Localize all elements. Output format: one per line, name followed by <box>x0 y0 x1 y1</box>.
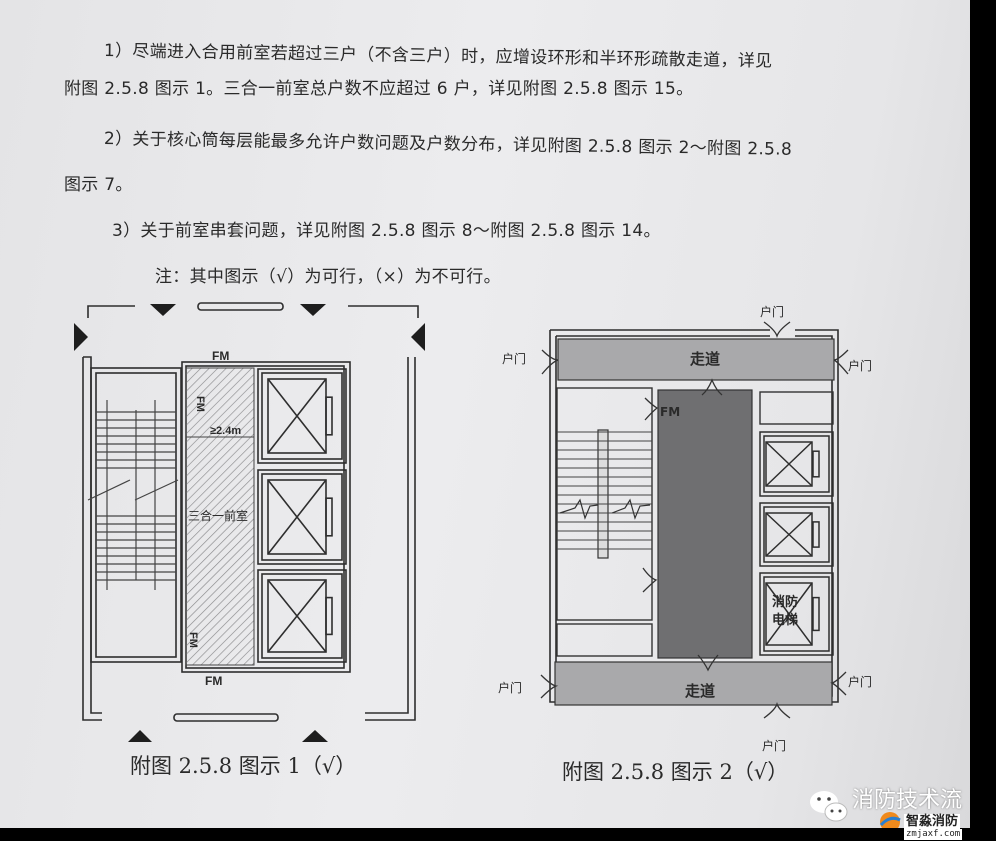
elevator-car <box>257 469 347 565</box>
lobby-dark <box>657 389 753 659</box>
elevator-door-panel <box>325 497 333 537</box>
exit-arrows <box>74 304 425 742</box>
door-label-top: 户门 <box>760 304 784 319</box>
watermark-brand: 智淼消防 <box>904 814 961 829</box>
outer-wall-segment <box>348 305 419 318</box>
corridor-bottom-label: 走道 <box>685 682 715 700</box>
corridor-top-label: 走道 <box>690 350 720 368</box>
lobby-label: 三合一前室 <box>188 508 248 523</box>
fm-door-label-bottom: FM <box>205 674 222 688</box>
paragraph-1-line-2: 附图 2.5.8 图示 1。三合一前室总户数不应超过 6 户，详见附图 2.5.… <box>64 79 694 99</box>
watermark-account-name: 消防技术流 <box>852 788 963 813</box>
fm-door-label: FM <box>660 405 680 419</box>
door-label-right-bottom: 户门 <box>848 674 872 689</box>
figure-1-caption: 附图 2.5.8 图示 1（√） <box>130 754 357 778</box>
elevator-shaft <box>765 582 813 646</box>
door-label-right-top: 户门 <box>848 358 872 373</box>
figure-2-floor-plan: 走道 走道 FM 消防 电梯 户门 户门 户门 户门 户门 户门 <box>498 304 872 753</box>
fm-door-label-top: FM <box>212 349 229 363</box>
note: 注：其中图示（√）为可行，（×）为不可行。 <box>155 267 501 287</box>
fm-door-label-left-bottom: FM <box>187 632 199 648</box>
elevator-shaft <box>765 512 813 557</box>
unit-doors <box>540 321 849 719</box>
wechat-icon <box>810 791 848 822</box>
paragraph-3: 3）关于前室串套问题，详见附图 2.5.8 图示 8～附图 2.5.8 图示 1… <box>112 221 661 241</box>
elevator-door-panel <box>325 596 333 636</box>
door-label-left-bottom: 户门 <box>498 680 522 695</box>
watermark-site: zmjaxf.com <box>904 829 963 840</box>
width-dimension-label: ≥2.4m <box>210 425 241 437</box>
elevator-car <box>257 569 347 663</box>
door-label-bottom: 户门 <box>762 738 786 753</box>
paragraph-2-line-2: 图示 7。 <box>64 175 133 195</box>
document-page: 1）尽端进入合用前室若超过三户（不含三户）时，应增设环形和半环形疏散走道，详见 … <box>0 0 970 828</box>
fm-door-label-left-top: FM <box>194 396 206 412</box>
fire-elevator-label-2: 电梯 <box>772 612 798 628</box>
fire-elevator-label-1: 消防 <box>772 594 798 610</box>
corridor-bottom <box>554 661 833 706</box>
elevator-car <box>759 431 834 497</box>
elevator-car <box>759 502 834 567</box>
staircase <box>87 400 179 590</box>
outer-wall-segment <box>197 302 284 311</box>
elevator-door-panel <box>325 396 333 436</box>
elevator-car <box>759 572 834 656</box>
figure-1-floor-plan: FM FM FM FM ≥2.4m 三合一前室 <box>74 302 901 828</box>
elevator-door-panel <box>812 521 820 548</box>
elevator-door-panel <box>812 596 820 632</box>
elevator-door-panel <box>812 450 820 478</box>
door-label-left-top: 户门 <box>502 351 526 366</box>
outer-wall-segment <box>87 305 135 318</box>
figure-2-caption: 附图 2.5.8 图示 2（√） <box>562 760 789 784</box>
elevator-shaft <box>765 441 813 487</box>
brand-logo-icon <box>879 812 901 828</box>
combined-lobby-hatched <box>185 367 255 666</box>
elevator-car <box>257 368 347 464</box>
